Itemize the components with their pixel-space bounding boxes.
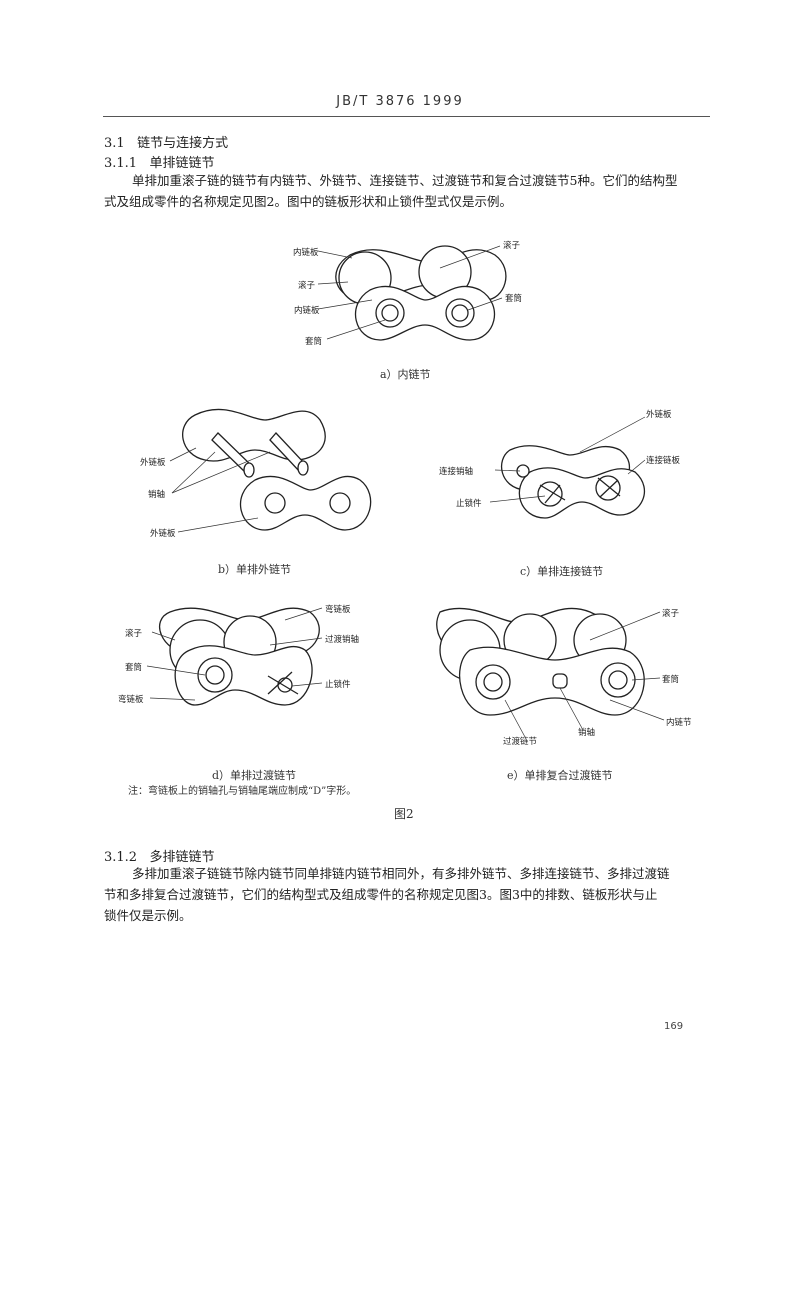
label-inner-link: 内链节 xyxy=(666,718,692,728)
section-title: 链节与连接方式 xyxy=(137,136,229,151)
caption-c: c）单排连接链节 xyxy=(520,565,604,578)
figure-2-drawings xyxy=(146,245,665,738)
caption-d: d）单排过渡链节 xyxy=(212,769,297,782)
paragraph-line: 多排加重滚子链链节除内链节同单排链内链节相同外，有多排外链节、多排连接链节、多排… xyxy=(132,866,670,881)
section-3-1-1-heading: 3.1.1 单排链链节 xyxy=(104,152,215,171)
label-bent-plate: 弯链板 xyxy=(325,605,351,615)
label-transition-link: 过渡链节 xyxy=(503,737,538,747)
label-lock: 止锁件 xyxy=(325,680,351,690)
diagram-b-outer-link xyxy=(169,408,372,533)
label-connect-plate: 连接链板 xyxy=(646,456,681,466)
diagram-c-connecting-link xyxy=(489,416,646,519)
diagram-e-composite-transition-link xyxy=(436,607,665,738)
document-header: JB/T 3876 1999 xyxy=(336,94,464,109)
section-3-1-2-heading: 3.1.2 多排链链节 xyxy=(104,846,215,865)
label-bent-plate-2: 弯链板 xyxy=(118,695,144,705)
page-number: 169 xyxy=(664,1021,684,1032)
label-pin: 销轴 xyxy=(578,728,596,738)
label-bush: 套筒 xyxy=(125,663,143,673)
paragraph-line: 单排加重滚子链的链节有内链节、外链节、连接链节、过渡链节和复合过渡链节5种。它们… xyxy=(132,173,678,188)
figure-note: 注：弯链板上的销轴孔与销轴尾端应制成“D”字形。 xyxy=(128,786,357,797)
label-bush: 套筒 xyxy=(305,337,323,347)
section-number: 3.1.1 xyxy=(104,156,138,171)
section-title: 单排链链节 xyxy=(149,156,215,171)
label-bush-right: 套筒 xyxy=(505,294,523,304)
label-outer-plate: 外链板 xyxy=(646,410,672,420)
label-inner-plate: 内链板 xyxy=(293,248,319,258)
diagram-d-transition-link xyxy=(146,607,323,706)
diagram-a-inner-link xyxy=(317,245,507,341)
label-roller: 滚子 xyxy=(125,629,143,639)
section-number: 3.1.2 xyxy=(104,850,138,865)
label-transition-pin: 过渡销轴 xyxy=(325,635,360,645)
paragraph-line: 锁件仅是示例。 xyxy=(104,908,192,923)
label-pin: 销轴 xyxy=(148,490,166,500)
section-3-1-heading: 3.1 链节与连接方式 xyxy=(104,132,228,151)
header-rule xyxy=(103,116,710,117)
label-lock: 止锁件 xyxy=(456,499,482,509)
caption-a: a）内链节 xyxy=(380,368,431,381)
caption-e: e）单排复合过渡链节 xyxy=(507,769,613,782)
label-bush: 套筒 xyxy=(662,675,680,685)
label-inner-plate-2: 内链板 xyxy=(294,306,320,316)
section-number: 3.1 xyxy=(104,136,125,151)
label-roller: 滚子 xyxy=(298,281,316,291)
label-outer-plate-2: 外链板 xyxy=(150,529,176,539)
label-outer-plate: 外链板 xyxy=(140,458,166,468)
section-title: 多排链链节 xyxy=(149,850,215,865)
figure-label: 图2 xyxy=(394,807,414,821)
caption-b: b）单排外链节 xyxy=(218,563,292,576)
label-roller-right: 滚子 xyxy=(503,241,521,251)
paragraph-line: 节和多排复合过渡链节，它们的结构型式及组成零件的名称规定见图3。图3中的排数、链… xyxy=(104,887,658,902)
label-connect-pin: 连接销轴 xyxy=(439,467,474,477)
paragraph-line: 式及组成零件的名称规定见图2。图中的链板形状和止锁件型式仅是示例。 xyxy=(104,194,512,209)
label-roller: 滚子 xyxy=(662,609,680,619)
